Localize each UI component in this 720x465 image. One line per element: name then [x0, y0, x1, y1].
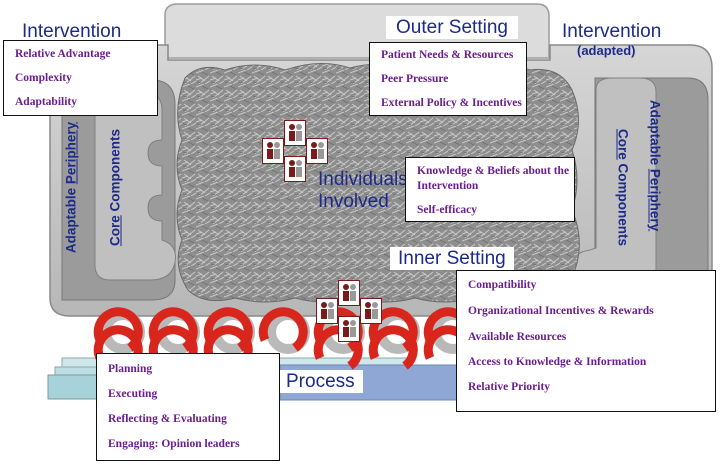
box-item: Adaptability — [15, 96, 77, 108]
inner-setting-heading: Inner Setting — [390, 247, 514, 270]
left-core-components-shape — [94, 94, 176, 281]
box-item: Relative Advantage — [15, 48, 111, 60]
person-card-icon — [316, 298, 338, 324]
box-item: Executing — [108, 388, 158, 400]
person-card-icon — [360, 298, 382, 324]
person-card-icon — [284, 156, 306, 182]
individuals-box: Knowledge & Beliefs about the Interventi… — [405, 157, 575, 222]
adapted-label: (adapted) — [577, 43, 636, 58]
box-item: Reflecting & Evaluating — [108, 413, 227, 425]
box-item: Engaging: Opinion leaders — [108, 438, 240, 450]
process-box: Planning Executing Reflecting & Evaluati… — [96, 353, 280, 461]
process-spirals — [93, 307, 475, 370]
right-core-components-label: Core Components — [615, 128, 631, 246]
intervention-left-heading: Intervention — [22, 21, 122, 42]
individuals-heading-line1: Individuals — [318, 169, 408, 190]
person-card-icon — [306, 138, 328, 164]
intervention-characteristics-box: Relative Advantage Complexity Adaptabili… — [3, 40, 158, 116]
box-item: Patient Needs & Resources — [381, 49, 514, 61]
individuals-heading-line2: Involved — [318, 191, 389, 212]
box-item: Access to Knowledge & Information — [468, 356, 647, 368]
outer-setting-box: Patient Needs & Resources Peer Pressure … — [369, 42, 527, 116]
box-item: Self-efficacy — [417, 204, 478, 216]
inner-setting-box: Compatibility Organizational Incentives … — [456, 270, 716, 412]
outer-setting-heading: Outer Setting — [386, 16, 518, 39]
individuals-people-icon — [262, 120, 332, 185]
process-people-icon — [316, 280, 386, 345]
box-item: Complexity — [15, 72, 72, 84]
person-card-icon — [284, 120, 306, 146]
box-item: Relative Priority — [468, 381, 551, 393]
intervention-right-heading: Intervention — [562, 21, 662, 42]
right-adaptable-periphery-label: Adaptable Periphery — [647, 99, 663, 232]
person-card-icon — [262, 138, 284, 164]
person-card-icon — [338, 280, 360, 306]
box-item: Knowledge & Beliefs about the — [417, 165, 570, 177]
left-adaptable-periphery-label: Adaptable Periphery — [63, 121, 79, 254]
box-item: Organizational Incentives & Rewards — [468, 305, 654, 317]
person-card-icon — [338, 316, 360, 342]
box-item: Available Resources — [468, 331, 567, 343]
box-item: Compatibility — [468, 279, 537, 291]
box-item: External Policy & Incentives — [381, 97, 522, 109]
process-heading: Process — [278, 370, 363, 393]
left-core-components-label: Core Components — [107, 129, 123, 247]
box-item: Intervention — [417, 180, 479, 192]
box-item: Planning — [108, 363, 153, 375]
box-item: Peer Pressure — [381, 73, 449, 85]
